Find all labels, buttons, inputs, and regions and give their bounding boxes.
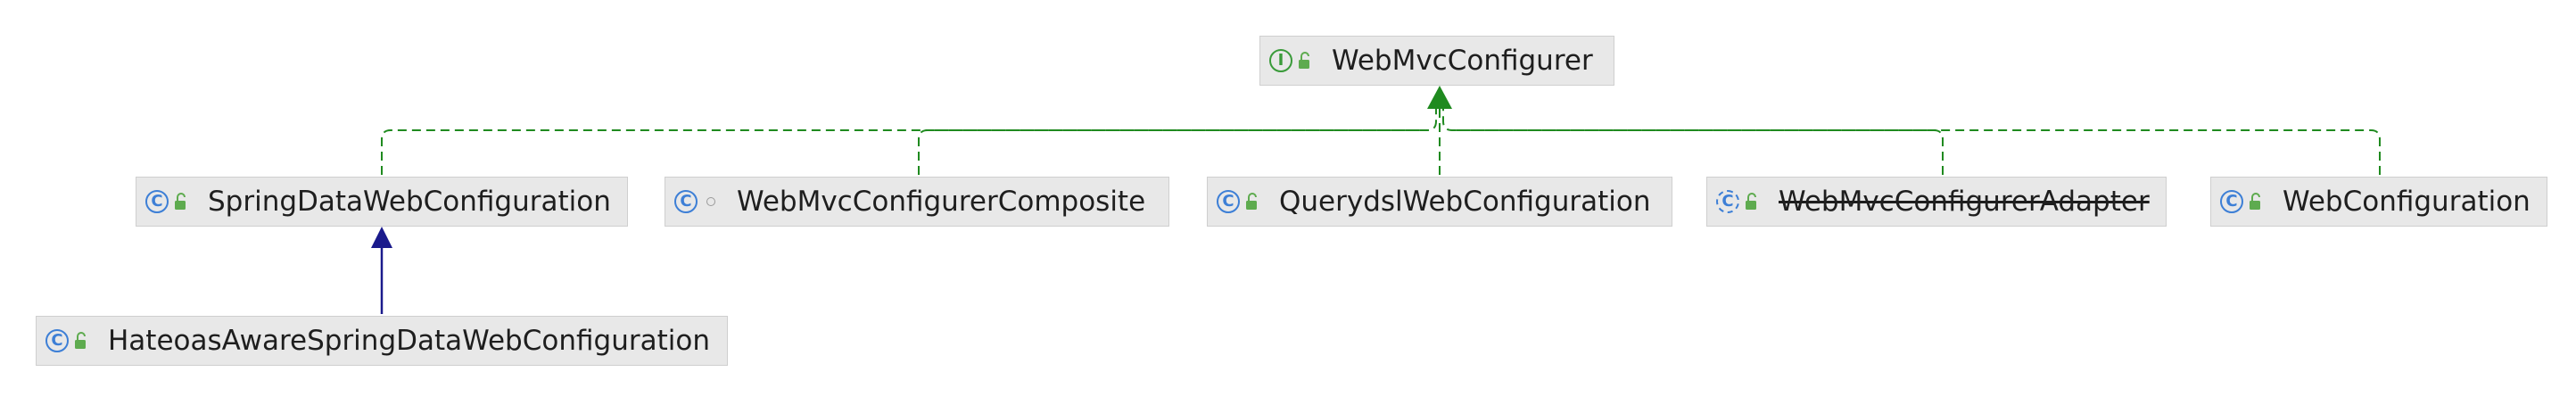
edge-webmvcconfigureradapter-implements — [1442, 96, 1944, 175]
public-lock-icon — [1246, 193, 1257, 210]
package-private-icon — [706, 197, 715, 206]
edge-springdatawebconfiguration-implements — [381, 129, 1427, 175]
class-icon: C — [45, 329, 69, 352]
public-lock-icon — [175, 193, 186, 210]
node-label: HateoasAwareSpringDataWebConfiguration — [108, 325, 710, 357]
node-label: WebMvcConfigurerComposite — [737, 186, 1146, 218]
public-lock-icon — [2250, 193, 2260, 210]
node-webmvcconfigurercomposite[interactable]: C WebMvcConfigurerComposite — [665, 177, 1169, 227]
node-springdatawebconfiguration[interactable]: C SpringDataWebConfiguration — [136, 177, 628, 227]
interface-icon: I — [1269, 49, 1292, 72]
node-webmvcconfigureradapter[interactable]: C WebMvcConfigurerAdapter — [1706, 177, 2167, 227]
node-label: WebMvcConfigurerAdapter — [1779, 186, 2150, 218]
class-icon: C — [1217, 190, 1240, 213]
abstract-class-icon: C — [1716, 190, 1739, 213]
node-webconfiguration[interactable]: C WebConfiguration — [2210, 177, 2547, 227]
node-label: WebMvcConfigurer — [1332, 45, 1593, 77]
class-icon: C — [145, 190, 169, 213]
public-lock-icon — [1299, 52, 1309, 69]
class-icon: C — [2220, 190, 2243, 213]
public-lock-icon — [75, 332, 86, 349]
node-label: QuerydslWebConfiguration — [1279, 186, 1651, 218]
node-querydslwebconfiguration[interactable]: C QuerydslWebConfiguration — [1207, 177, 1672, 227]
node-label: WebConfiguration — [2283, 186, 2531, 218]
class-icon: C — [674, 190, 698, 213]
edge-webmvcconfigurercomposite-implements — [918, 96, 1437, 175]
public-lock-icon — [1746, 193, 1756, 210]
edge-webconfiguration-implements — [1450, 129, 2381, 175]
implements-arrowhead — [1427, 86, 1452, 109]
node-label: SpringDataWebConfiguration — [208, 186, 611, 218]
node-webmvcconfigurer[interactable]: I WebMvcConfigurer — [1259, 36, 1614, 86]
node-hateoasawarespringdatawebconfiguration[interactable]: C HateoasAwareSpringDataWebConfiguration — [36, 316, 728, 366]
extends-arrowhead — [371, 227, 392, 248]
